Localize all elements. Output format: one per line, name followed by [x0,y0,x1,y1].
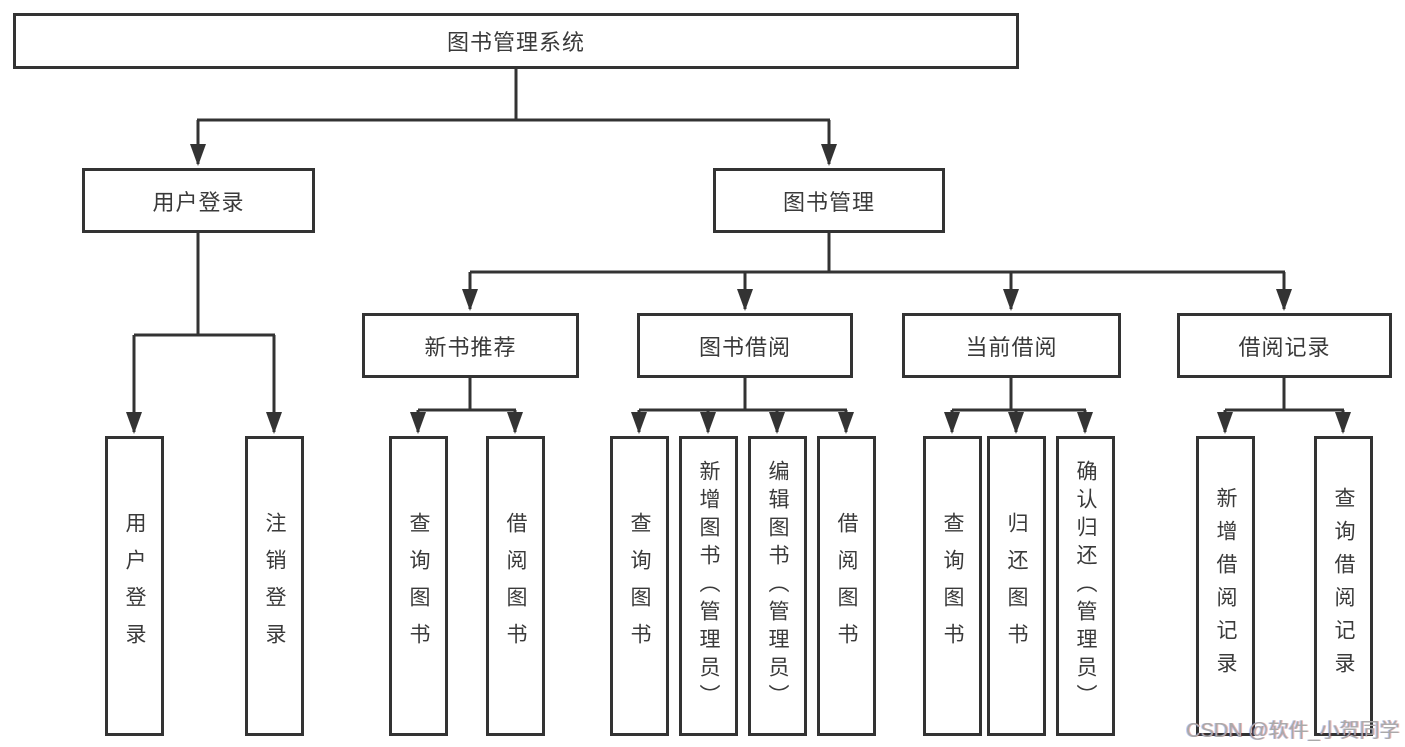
leaf-add-books-admin: 新增图书（管理员） [679,436,738,736]
csdn-watermark: CSDN @软件_小贺同学 [1186,720,1400,742]
leaf-logout-label: 注销登录 [263,512,286,660]
leaf-borrow-books-borrowing-label: 借阅图书 [835,512,858,660]
node-user-login: 用户登录 [82,168,315,233]
node-borrowing-records: 借阅记录 [1177,313,1392,378]
root-node-label: 图书管理系统 [446,30,585,55]
leaf-query-books-recommend-label: 查询图书 [407,512,430,660]
leaf-edit-books-admin-label: 编辑图书（管理员） [766,460,789,712]
leaf-query-borrow-record-label: 查询借阅记录 [1332,487,1355,685]
node-book-management-label: 图书管理 [782,189,875,215]
node-book-management: 图书管理 [713,168,945,233]
leaf-query-books-borrowing-label: 查询图书 [628,512,651,660]
leaf-confirm-return-admin-label: 确认归还（管理员） [1074,460,1097,712]
leaf-borrow-books-borrowing: 借阅图书 [817,436,876,736]
leaf-query-books-recommend: 查询图书 [389,436,448,736]
node-new-book-recommendation-label: 新书推荐 [424,334,517,360]
leaf-add-books-admin-label: 新增图书（管理员） [697,460,720,712]
leaf-confirm-return-admin: 确认归还（管理员） [1056,436,1115,736]
leaf-query-books-current: 查询图书 [923,436,982,736]
leaf-user-login: 用户登录 [105,436,164,736]
leaf-return-books-label: 归还图书 [1005,512,1028,660]
node-current-borrowing: 当前借阅 [902,313,1121,378]
leaf-query-books-current-label: 查询图书 [941,512,964,660]
leaf-borrow-books-recommend: 借阅图书 [486,436,545,736]
node-book-borrowing-label: 图书借阅 [698,334,791,360]
leaf-query-borrow-record: 查询借阅记录 [1314,436,1373,736]
leaf-logout: 注销登录 [245,436,304,736]
node-book-borrowing: 图书借阅 [637,313,853,378]
root-node-library-system: 图书管理系统 [13,13,1019,69]
leaf-add-borrow-record: 新增借阅记录 [1196,436,1255,736]
node-user-login-label: 用户登录 [152,189,245,215]
leaf-add-borrow-record-label: 新增借阅记录 [1214,487,1237,685]
leaf-edit-books-admin: 编辑图书（管理员） [748,436,807,736]
leaf-user-login-label: 用户登录 [123,512,146,660]
node-new-book-recommendation: 新书推荐 [362,313,579,378]
leaf-query-books-borrowing: 查询图书 [610,436,669,736]
leaf-borrow-books-recommend-label: 借阅图书 [504,512,527,660]
node-borrowing-records-label: 借阅记录 [1238,334,1331,360]
node-current-borrowing-label: 当前借阅 [965,334,1058,360]
leaf-return-books: 归还图书 [987,436,1046,736]
